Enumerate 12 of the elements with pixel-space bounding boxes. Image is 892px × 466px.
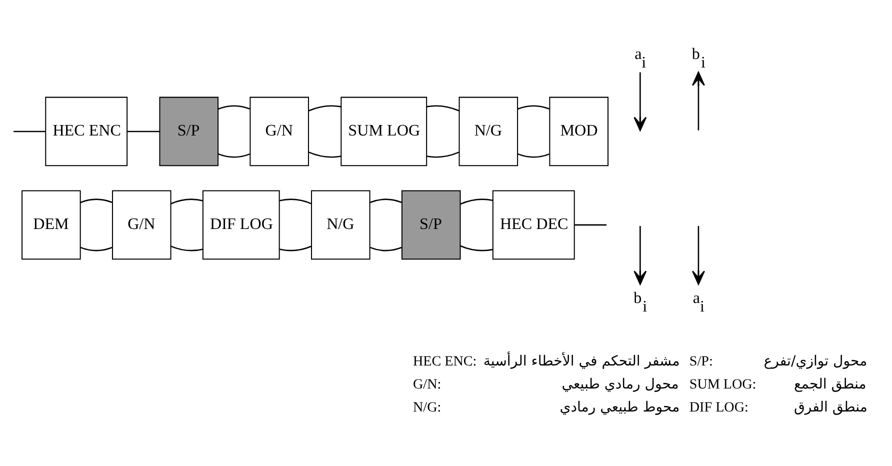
label: N/G: bbox=[413, 399, 442, 416]
label: S/P: bbox=[689, 352, 713, 369]
label: DIF LOG: bbox=[689, 399, 748, 416]
label: محول توازي/تفرع bbox=[764, 352, 868, 369]
label: HEC ENC: bbox=[413, 352, 477, 369]
label: منطق الفرق bbox=[794, 399, 868, 416]
label: منطق الجمع bbox=[794, 376, 866, 392]
label: G/N: bbox=[413, 376, 442, 392]
label: محول رمادي طبيعي bbox=[562, 376, 679, 392]
label: SUM LOG: bbox=[689, 376, 756, 392]
label: مشفر التحكم في الأخطاء الرأسية bbox=[483, 352, 680, 369]
label: محوط طبيعي رمادي bbox=[560, 399, 680, 416]
